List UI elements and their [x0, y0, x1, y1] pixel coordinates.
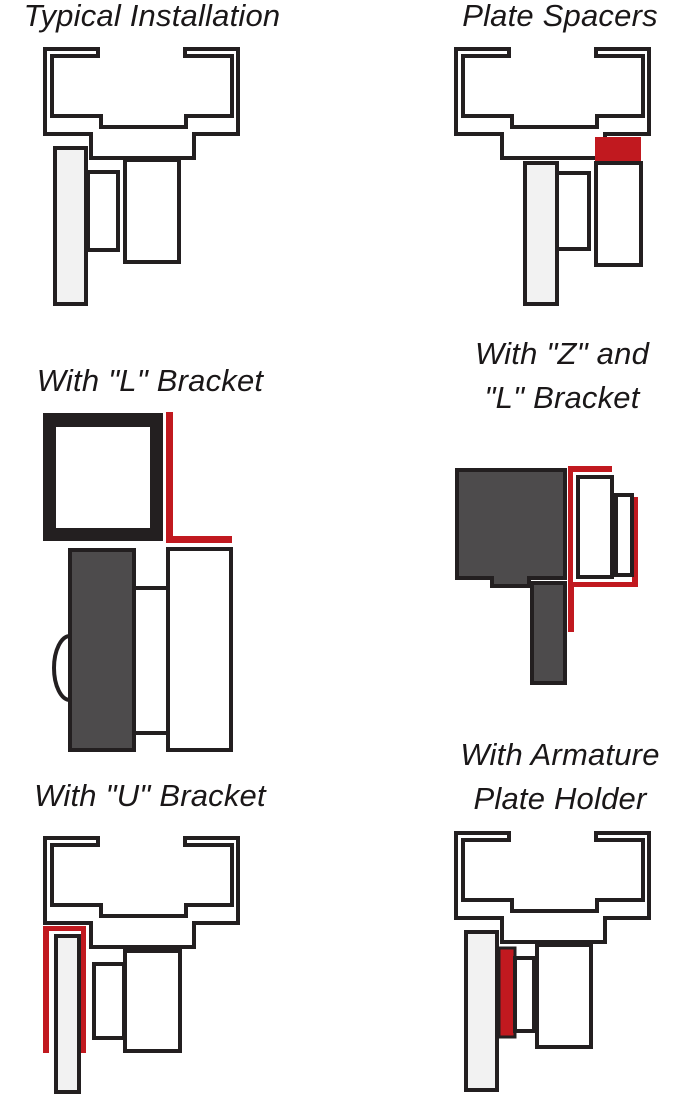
- door-rail: [464, 930, 499, 1092]
- door-frame-block: [455, 468, 567, 588]
- armature-spacer: [513, 956, 536, 1033]
- panel-title: Typical Installation: [24, 0, 281, 33]
- panel-title-line-2: Plate Holder: [474, 781, 648, 816]
- door-panel: [68, 548, 136, 752]
- armature-spacer: [555, 171, 591, 251]
- armature-plate-holder: [497, 946, 517, 1039]
- panel-armature-plate-holder: With Armature Plate Holder: [454, 737, 659, 1092]
- armature-spacer: [86, 170, 120, 252]
- magnetic-plate: [123, 949, 182, 1053]
- panel-title: With "L" Bracket: [37, 363, 265, 398]
- panel-title-line-1: With "Z" and: [475, 336, 651, 371]
- door-rail: [523, 161, 559, 306]
- door-panel: [530, 581, 567, 685]
- armature-spacer: [92, 962, 126, 1040]
- plate-spacer: [595, 137, 641, 163]
- door-frame-channel: [43, 47, 240, 160]
- magnetic-plate: [594, 161, 643, 267]
- door-frame-square: [43, 413, 163, 541]
- panel-typical-installation: Typical Installation: [24, 0, 281, 306]
- panel-title-line-1: With Armature: [460, 737, 659, 772]
- magnetic-plate: [535, 943, 593, 1049]
- magnetic-plate: [576, 475, 614, 579]
- l-bracket: [166, 412, 232, 543]
- panel-title: With "U" Bracket: [34, 778, 267, 813]
- door-handle-bump: [52, 634, 71, 702]
- panel-l-bracket: With "L" Bracket: [37, 363, 265, 752]
- door-rail: [54, 934, 81, 1094]
- magnetic-plate: [166, 547, 233, 752]
- panel-plate-spacers: Plate Spacers: [454, 0, 658, 306]
- panel-title-line-2: "L" Bracket: [484, 380, 640, 415]
- panel-z-l-bracket: With "Z" and "L" Bracket: [455, 336, 651, 685]
- magnetic-plate: [123, 158, 181, 264]
- armature-spacer: [614, 493, 634, 577]
- door-frame-channel: [43, 836, 240, 949]
- panel-title: Plate Spacers: [462, 0, 658, 33]
- panel-u-bracket: With "U" Bracket: [34, 778, 267, 1094]
- door-frame-channel: [454, 831, 651, 944]
- u-bracket: [43, 926, 86, 1053]
- z-bracket: [568, 466, 612, 582]
- door-rail: [53, 146, 88, 306]
- armature-spacer: [131, 586, 170, 735]
